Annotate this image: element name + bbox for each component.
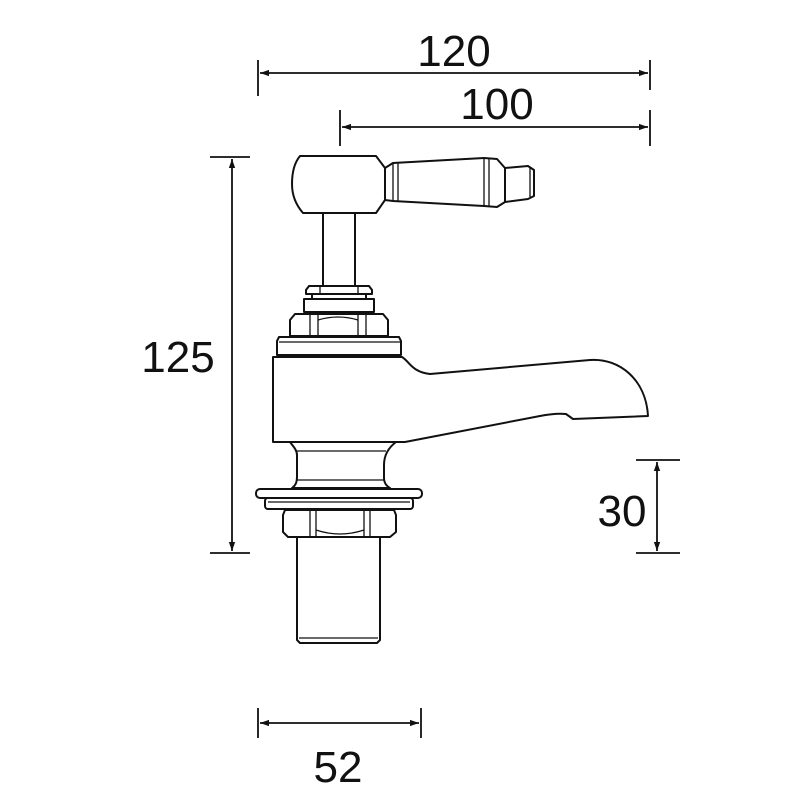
dimension-label-120: 120 xyxy=(417,27,490,76)
dimension-base-diameter: 52 xyxy=(257,708,422,792)
dimension-spout-clearance: 30 xyxy=(598,459,680,554)
tail-pipe xyxy=(296,537,381,644)
dimension-height: 125 xyxy=(141,156,250,554)
dimension-label-52: 52 xyxy=(314,743,363,792)
dimension-label-30: 30 xyxy=(598,487,647,536)
lower-nut xyxy=(282,509,397,538)
lever-tip xyxy=(504,165,535,203)
spout-body xyxy=(272,356,649,443)
top-nut xyxy=(305,285,373,295)
lever-handle xyxy=(384,157,506,208)
collar xyxy=(276,336,402,356)
dimension-overall-width: 120 xyxy=(257,27,651,96)
neck xyxy=(275,441,397,489)
flange xyxy=(255,488,423,499)
dimension-label-100: 100 xyxy=(460,80,533,129)
handle-head xyxy=(291,155,386,214)
dimension-spout-reach: 100 xyxy=(339,80,651,146)
dimension-label-125: 125 xyxy=(141,333,214,382)
tap-outline xyxy=(255,155,649,644)
